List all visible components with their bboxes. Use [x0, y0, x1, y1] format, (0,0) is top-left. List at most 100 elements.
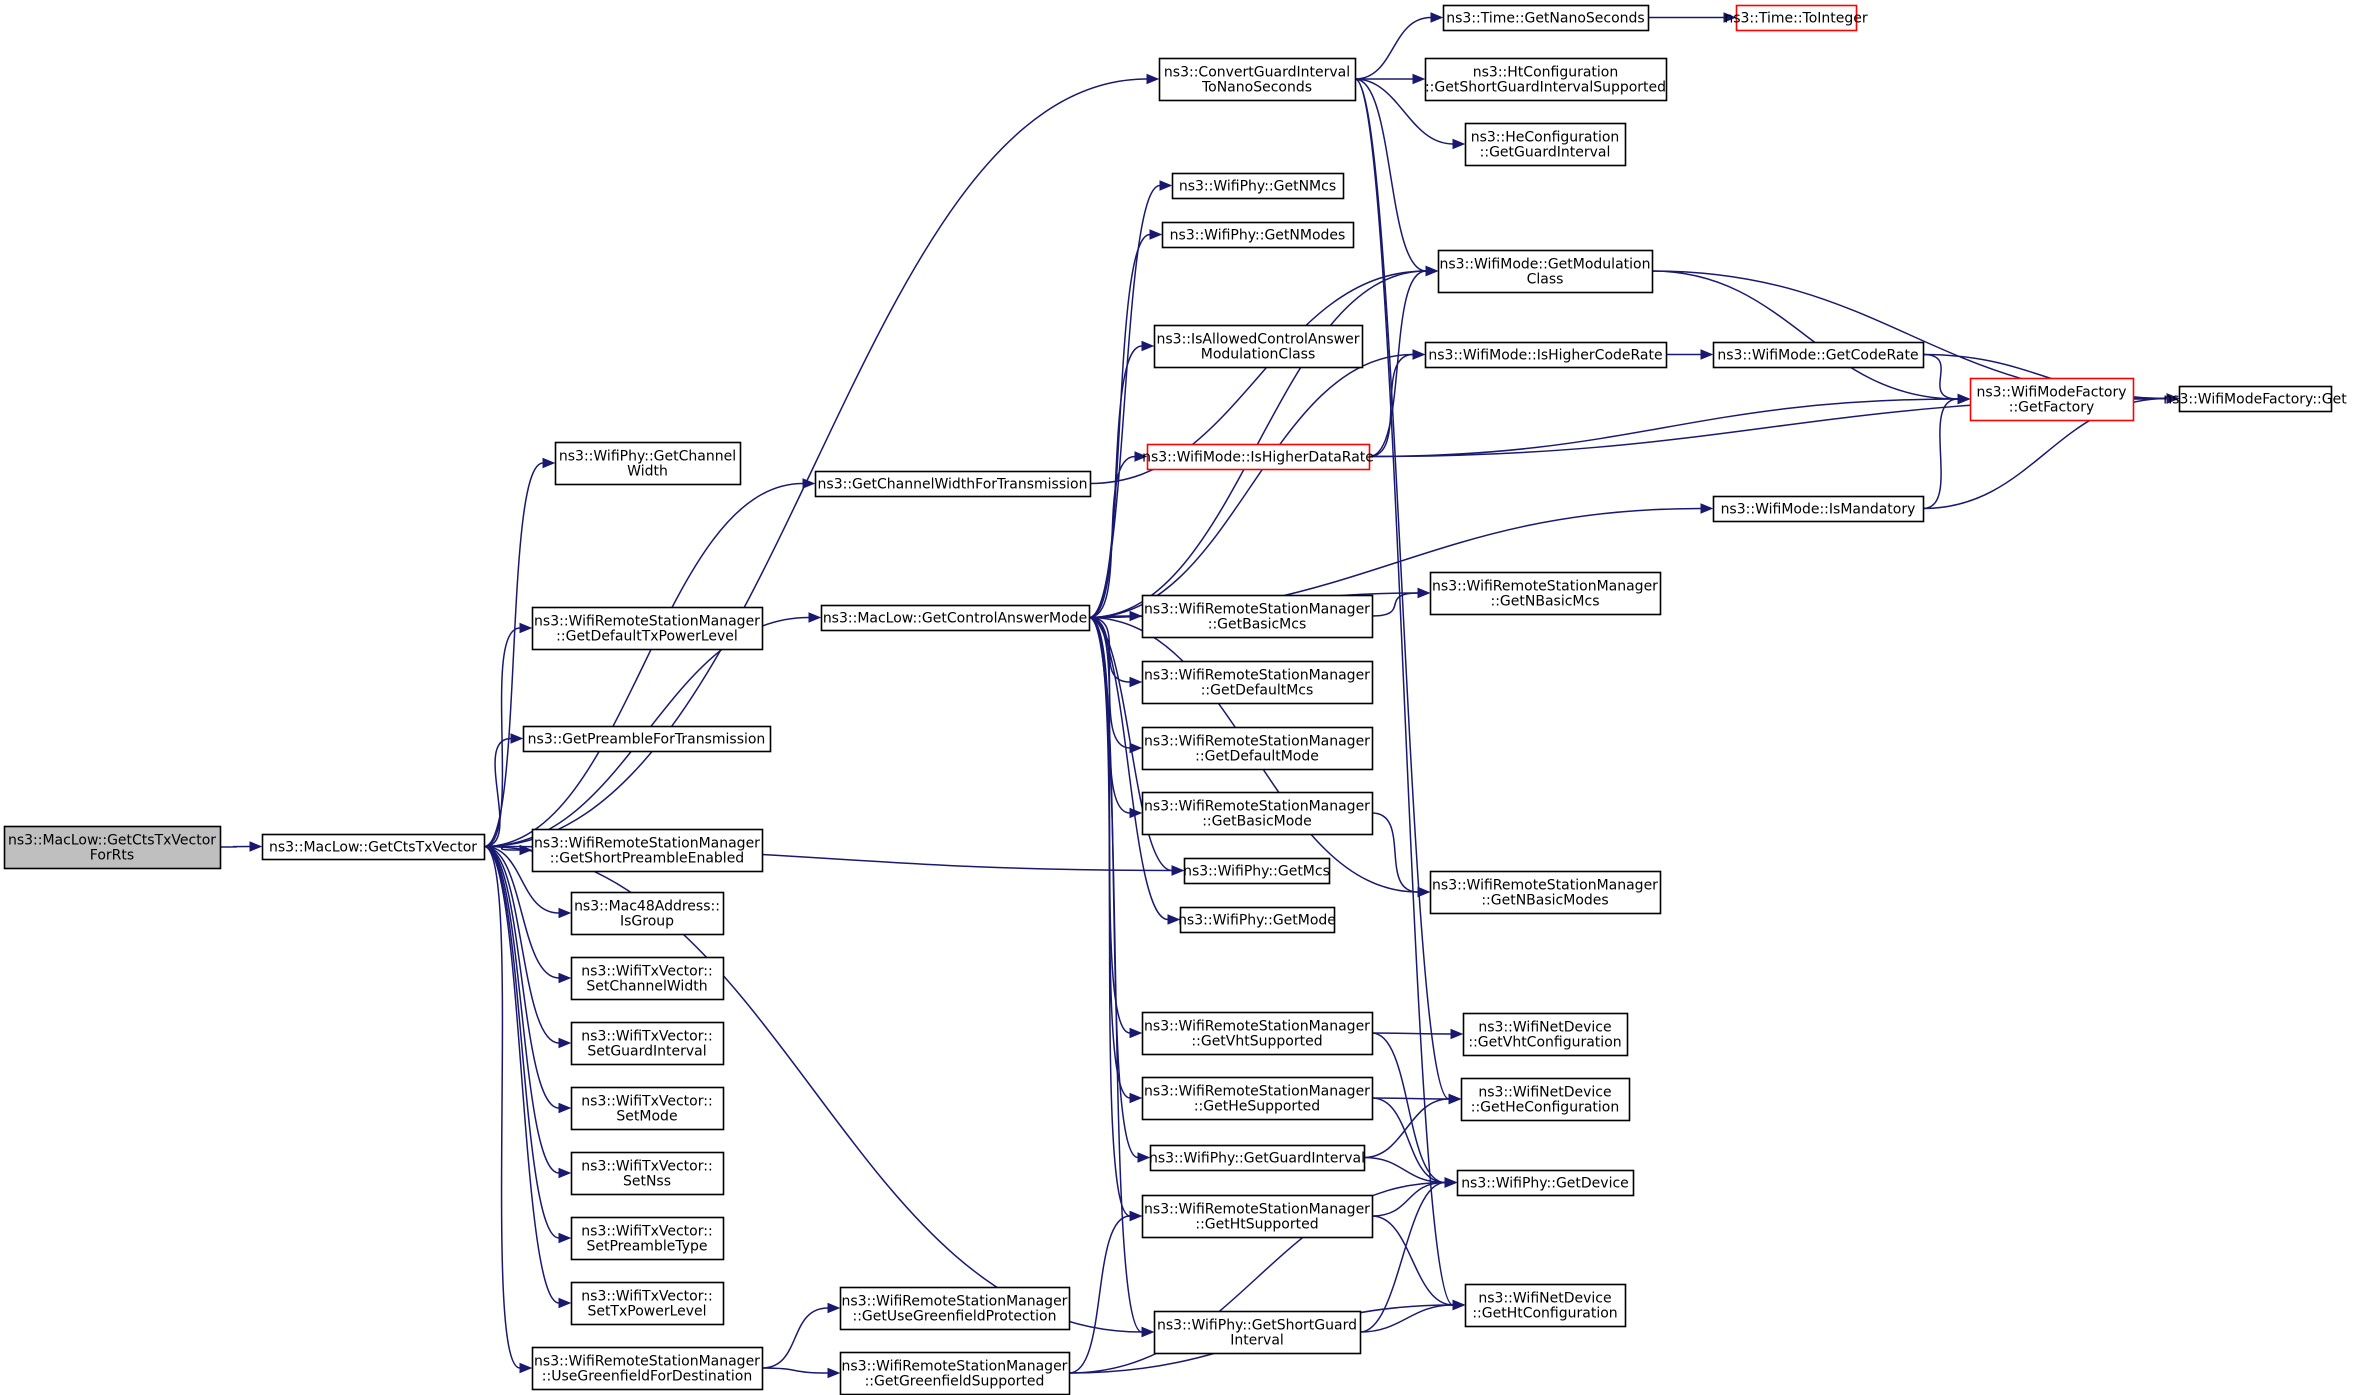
- node-box: [1464, 1283, 1627, 1328]
- node-label: ns3::WifiTxVector::: [581, 1289, 712, 1305]
- node-label: ns3::WifiRemoteStationManager: [842, 1359, 1068, 1375]
- node-gdmcs[interactable]: ns3::WifiRemoteStationManager::GetDefaul…: [1141, 660, 1374, 705]
- edge-gcam-to-ihcr: [1088, 349, 1426, 619]
- node-box: [839, 1286, 1071, 1331]
- node-box: [261, 833, 486, 861]
- node-label: ns3::WifiModeFactory::Get: [2163, 392, 2347, 408]
- node-gspe[interactable]: ns3::WifiRemoteStationManager::GetShortP…: [531, 828, 764, 873]
- node-gcam[interactable]: ns3::MacLow::GetControlAnswerMode: [820, 604, 1091, 632]
- node-label: ::UseGreenfieldForDestination: [542, 1369, 752, 1385]
- node-ghtc[interactable]: ns3::WifiNetDevice::GetHtConfiguration: [1464, 1283, 1627, 1328]
- edge-gctv-to-gdtpl: [483, 622, 533, 848]
- node-box: [570, 1086, 725, 1131]
- node-box: [1146, 443, 1371, 471]
- node-label: ::GetGreenfieldSupported: [865, 1374, 1045, 1390]
- node-label: ns3::WifiRemoteStationManager: [1144, 1202, 1370, 1218]
- node-ismand[interactable]: ns3::WifiMode::IsMandatory: [1712, 495, 1925, 523]
- node-label: ns3::HtConfiguration: [1473, 65, 1618, 81]
- node-gcwft[interactable]: ns3::GetChannelWidthForTransmission: [814, 470, 1092, 498]
- node-box: [1712, 341, 1925, 369]
- node-box: [1183, 857, 1331, 885]
- node-scw[interactable]: ns3::WifiTxVector::SetChannelWidth: [570, 956, 725, 1001]
- node-box: [839, 1351, 1071, 1395]
- node-label: ns3::MacLow::GetControlAnswerMode: [823, 611, 1087, 627]
- node-phymode[interactable]: ns3::WifiPhy::GetMode: [1178, 906, 1336, 934]
- node-gvhtc[interactable]: ns3::WifiNetDevice::GetVhtConfiguration: [1462, 1012, 1629, 1057]
- edge-gcam-to-ihdr: [1088, 451, 1148, 619]
- node-box: [1442, 4, 1650, 32]
- node-gsgi[interactable]: ns3::WifiPhy::GetShortGuardInterval: [1153, 1310, 1362, 1355]
- node-label: ns3::WifiRemoteStationManager: [1144, 1019, 1370, 1035]
- edge-ihdr-to-wmfgf: [1368, 393, 1971, 458]
- node-label: ns3::WifiRemoteStationManager: [534, 1354, 760, 1370]
- edge-ghes-to-gdev: [1371, 1097, 1458, 1188]
- node-label: ns3::WifiRemoteStationManager: [1144, 799, 1370, 815]
- node-box: [570, 956, 725, 1001]
- node-label: ns3::WifiModeFactory: [1976, 385, 2126, 401]
- node-ugfd[interactable]: ns3::WifiRemoteStationManager::UseGreenf…: [531, 1346, 764, 1391]
- node-label: ns3::WifiNetDevice: [1478, 1085, 1611, 1101]
- node-phycw[interactable]: ns3::WifiPhy::GetChannelWidth: [554, 441, 742, 486]
- node-gbmode[interactable]: ns3::WifiRemoteStationManager::GetBasicM…: [1141, 791, 1374, 836]
- node-smode[interactable]: ns3::WifiTxVector::SetMode: [570, 1086, 725, 1131]
- node-gnbmcs[interactable]: ns3::WifiRemoteStationManager::GetNBasic…: [1429, 571, 1662, 616]
- node-label: Interval: [1230, 1333, 1284, 1349]
- node-htcsg[interactable]: ns3::HtConfiguration::GetShortGuardInter…: [1424, 57, 1668, 102]
- node-iaca[interactable]: ns3::IsAllowedControlAnswerModulationCla…: [1153, 324, 1364, 369]
- node-label: ns3::Time::ToInteger: [1724, 11, 1868, 27]
- node-gpft[interactable]: ns3::GetPreambleForTransmission: [522, 725, 772, 753]
- node-stpl[interactable]: ns3::WifiTxVector::SetTxPowerLevel: [570, 1281, 725, 1326]
- node-box: [1141, 1194, 1374, 1239]
- node-label: ns3::WifiRemoteStationManager: [1144, 734, 1370, 750]
- node-label: ns3::WifiTxVector::: [581, 1094, 712, 1110]
- node-gns[interactable]: ns3::Time::GetNanoSeconds: [1442, 4, 1650, 32]
- node-label: ns3::ConvertGuardInterval: [1164, 65, 1350, 81]
- node-snss[interactable]: ns3::WifiTxVector::SetNss: [570, 1151, 725, 1196]
- node-gctv[interactable]: ns3::MacLow::GetCtsTxVector: [261, 833, 486, 861]
- node-box: [531, 1346, 764, 1391]
- node-box: [1429, 870, 1662, 915]
- node-gvhts[interactable]: ns3::WifiRemoteStationManager::GetVhtSup…: [1141, 1011, 1374, 1056]
- node-ghes[interactable]: ns3::WifiRemoteStationManager::GetHeSupp…: [1141, 1076, 1374, 1121]
- node-label: ns3::WifiRemoteStationManager: [842, 1294, 1068, 1310]
- edge-gcam-to-phymode: [1088, 616, 1181, 925]
- node-gdev[interactable]: ns3::WifiPhy::GetDevice: [1456, 1169, 1635, 1197]
- node-toint[interactable]: ns3::Time::ToInteger: [1724, 4, 1868, 32]
- node-label: SetMode: [616, 1109, 677, 1125]
- node-isgrp[interactable]: ns3::Mac48Address::IsGroup: [570, 891, 725, 936]
- edge-gcam-to-gsgi: [1088, 616, 1155, 1338]
- node-label: ::GetHeSupported: [1194, 1099, 1320, 1115]
- node-gdmode[interactable]: ns3::WifiRemoteStationManager::GetDefaul…: [1141, 726, 1374, 771]
- node-phymcs[interactable]: ns3::WifiPhy::GetMcs: [1183, 857, 1331, 885]
- node-spt[interactable]: ns3::WifiTxVector::SetPreambleType: [570, 1216, 725, 1261]
- edge-modcls-to-wmfgf: [1651, 270, 1971, 405]
- node-label: ns3::WifiTxVector::: [581, 1224, 712, 1240]
- node-label: SetPreambleType: [586, 1239, 707, 1255]
- node-wmfget[interactable]: ns3::WifiModeFactory::Get: [2163, 385, 2347, 413]
- node-ghts[interactable]: ns3::WifiRemoteStationManager::GetHtSupp…: [1141, 1194, 1374, 1239]
- node-hegi[interactable]: ns3::HeConfiguration::GetGuardInterval: [1464, 122, 1627, 167]
- node-ihdr[interactable]: ns3::WifiMode::IsHigherDataRate: [1142, 443, 1374, 471]
- node-label: ::GetHtSupported: [1195, 1217, 1318, 1233]
- node-label: ::GetVhtSupported: [1191, 1034, 1322, 1050]
- node-nmodes[interactable]: ns3::WifiPhy::GetNModes: [1161, 221, 1355, 249]
- node-ihcr[interactable]: ns3::WifiMode::IsHigherCodeRate: [1424, 341, 1668, 369]
- edge-phygi-to-ghec: [1363, 1093, 1462, 1159]
- node-ggfs[interactable]: ns3::WifiRemoteStationManager::GetGreenf…: [839, 1351, 1071, 1395]
- edge-cgi-to-htcsg: [1355, 73, 1426, 85]
- node-gbmcs[interactable]: ns3::WifiRemoteStationManager::GetBasicM…: [1141, 594, 1374, 639]
- node-gnbmodes[interactable]: ns3::WifiRemoteStationManager::GetNBasic…: [1429, 870, 1662, 915]
- node-wmfgf[interactable]: ns3::WifiModeFactory::GetFactory: [1969, 377, 2135, 422]
- node-nmcs[interactable]: ns3::WifiPhy::GetNMcs: [1171, 172, 1345, 200]
- node-sgi[interactable]: ns3::WifiTxVector::SetGuardInterval: [570, 1021, 725, 1066]
- node-phygi[interactable]: ns3::WifiPhy::GetGuardInterval: [1149, 1144, 1366, 1172]
- node-gugp[interactable]: ns3::WifiRemoteStationManager::GetUseGre…: [839, 1286, 1071, 1331]
- node-label: ForRts: [90, 848, 134, 864]
- node-gcr[interactable]: ns3::WifiMode::GetCodeRate: [1712, 341, 1925, 369]
- node-gdtpl[interactable]: ns3::WifiRemoteStationManager::GetDefaul…: [531, 606, 764, 651]
- node-box: [1153, 324, 1364, 369]
- node-ghec[interactable]: ns3::WifiNetDevice::GetHeConfiguration: [1460, 1077, 1631, 1122]
